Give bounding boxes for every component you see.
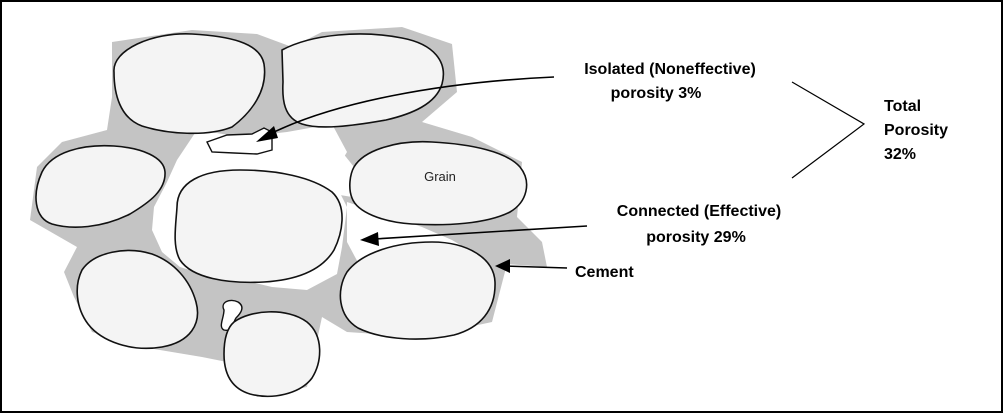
grain [76, 249, 199, 350]
total-label-line2: Porosity [884, 122, 948, 139]
grain-label: Grain [424, 169, 456, 184]
pointer-arrows [256, 76, 866, 273]
grain [174, 169, 343, 284]
connected-label-line2: porosity 29% [646, 229, 746, 246]
grain [281, 33, 445, 128]
grain [113, 33, 266, 135]
total-bracket [791, 81, 866, 179]
annotation-labels: Isolated (Noneffective) porosity 3% Tota… [575, 61, 948, 281]
isolated-pores [206, 127, 273, 332]
cement-arrow-line [503, 265, 568, 269]
grains [35, 33, 528, 398]
grain [35, 144, 166, 228]
cement-label: Cement [575, 264, 634, 281]
isolated-arrow-line [265, 76, 555, 137]
isolated-label-line1: Isolated (Noneffective) [584, 61, 756, 78]
cement-arrowhead [495, 259, 510, 273]
total-label-line1: Total [884, 98, 921, 115]
total-label-line3: 32% [884, 146, 916, 163]
grain [349, 140, 528, 226]
grain [339, 241, 496, 340]
grain [223, 311, 321, 398]
isolated-label-line2: porosity 3% [611, 85, 702, 102]
connected-arrow-line [373, 225, 588, 240]
isolated-arrowhead [256, 126, 278, 142]
isolated-pore [206, 127, 273, 155]
isolated-pore [220, 299, 243, 332]
connected-arrowhead [360, 232, 379, 246]
connected-label-line1: Connected (Effective) [617, 203, 781, 220]
